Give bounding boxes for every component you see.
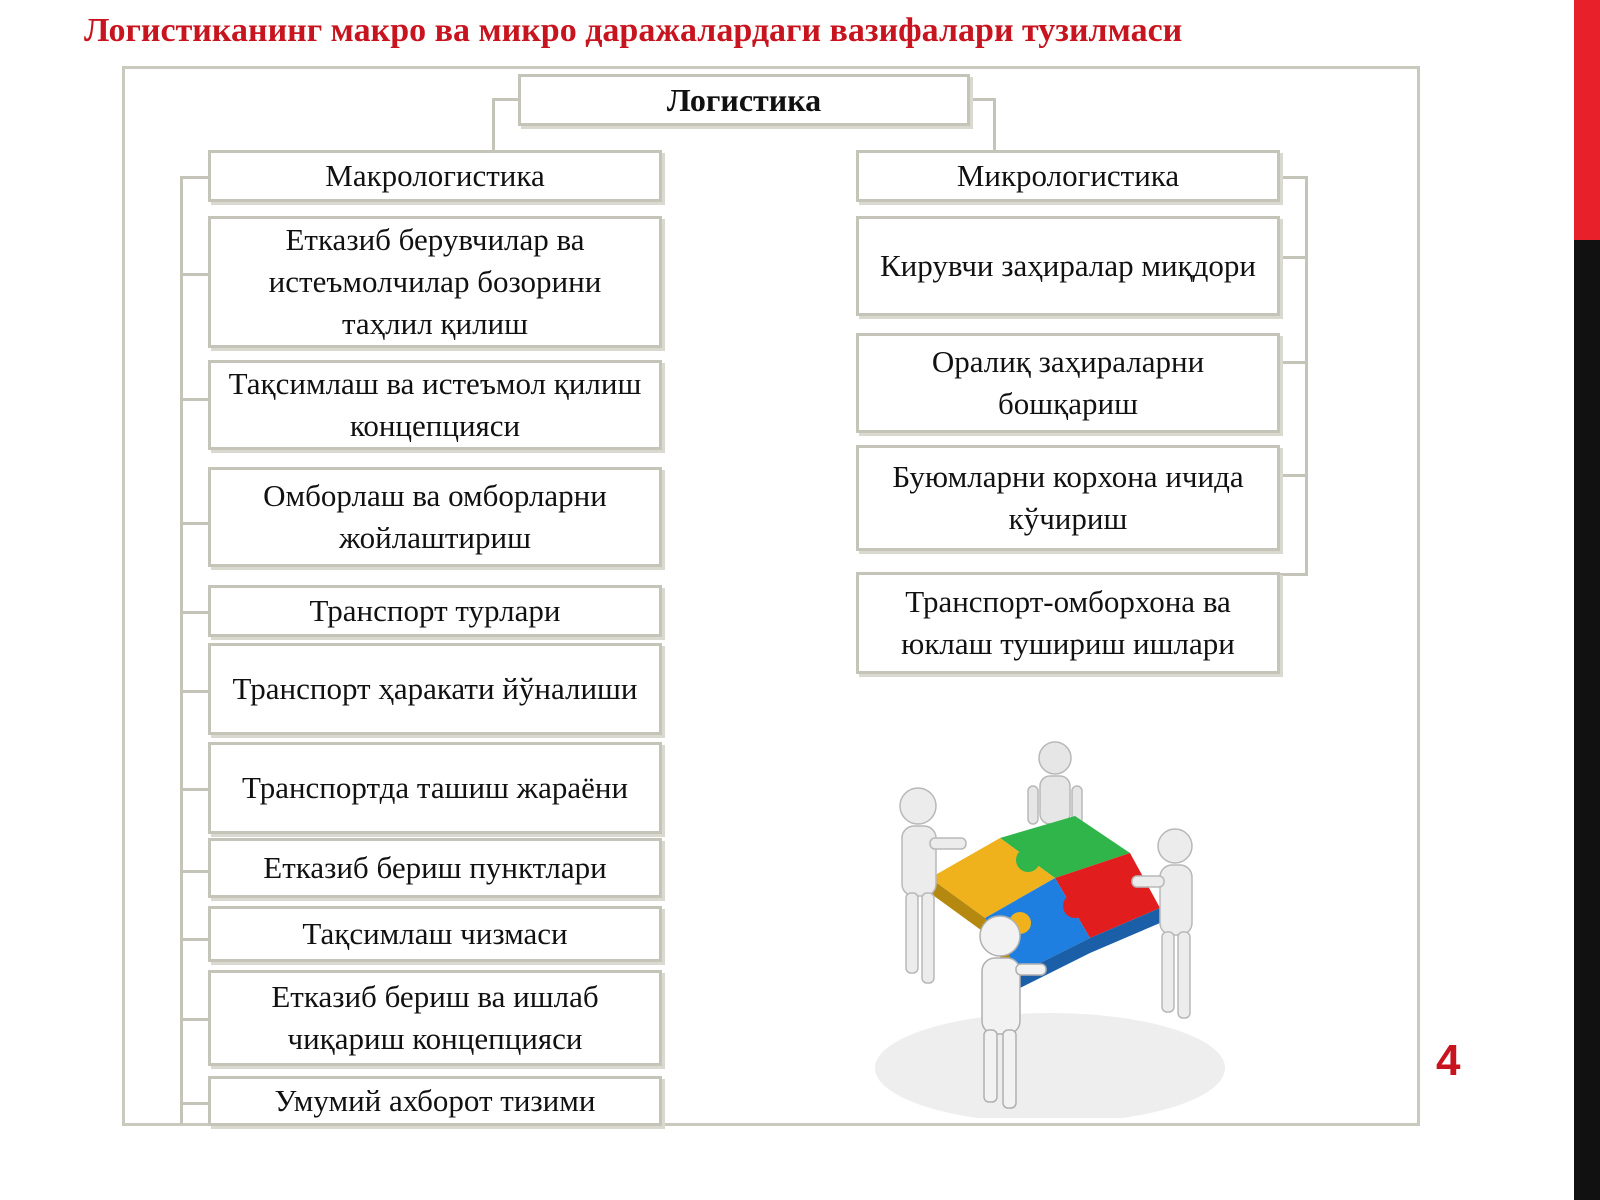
connector-root-right-h bbox=[968, 98, 996, 101]
macro-item: Омборлаш ва омборларни жойлаштириш bbox=[208, 467, 662, 567]
puzzle-knob bbox=[1063, 894, 1087, 918]
macro-item: Етказиб берувчилар ва истеъмолчилар бозо… bbox=[208, 216, 662, 348]
accent-bar-black bbox=[1574, 240, 1600, 1200]
micro-item: Кирувчи заҳиралар миқдори bbox=[856, 216, 1280, 316]
connector-tick bbox=[183, 398, 208, 401]
puzzle-knob bbox=[1016, 848, 1040, 872]
connector-macro-spine bbox=[180, 176, 183, 1124]
shadow bbox=[875, 1013, 1225, 1118]
page-number: 4 bbox=[1436, 1036, 1461, 1085]
macro-item: Етказиб бериш пунктлари bbox=[208, 838, 662, 898]
connector-root-right-v bbox=[993, 98, 996, 150]
macro-item: Тақсимлаш ва истеъмол қилиш концепцияси bbox=[208, 360, 662, 450]
figure-right bbox=[1131, 828, 1193, 1019]
connector-tick bbox=[183, 273, 208, 276]
puzzle-red bbox=[1055, 853, 1160, 938]
connector-tick bbox=[183, 1018, 208, 1021]
connector-micro-top bbox=[1280, 176, 1308, 179]
root-node: Логистика bbox=[518, 74, 970, 126]
connector-root-left-v bbox=[492, 98, 495, 150]
connector-tick bbox=[183, 690, 208, 693]
macro-item: Етказиб бериш ва ишлаб чиқариш концепция… bbox=[208, 970, 662, 1066]
macro-item: Умумий ахборот тизими bbox=[208, 1076, 662, 1126]
puzzle-edge bbox=[1020, 908, 1160, 988]
connector-tick bbox=[1280, 474, 1306, 477]
connector-tick bbox=[183, 788, 208, 791]
figure-front bbox=[979, 915, 1047, 1109]
connector-tick bbox=[183, 611, 208, 614]
macro-item: Транспорт турлари bbox=[208, 585, 662, 637]
macro-item: Транспорт ҳаракати йўналиши bbox=[208, 643, 662, 735]
figure-back bbox=[1027, 741, 1083, 825]
connector-micro-spine bbox=[1305, 176, 1308, 576]
puzzle-green bbox=[1000, 816, 1130, 878]
macro-item: Транспортда ташиш жараёни bbox=[208, 742, 662, 834]
connector-root-left-h bbox=[492, 98, 520, 101]
macro-header: Макрологистика bbox=[208, 150, 662, 202]
connector-tick bbox=[183, 522, 208, 525]
micro-header: Микрологистика bbox=[856, 150, 1280, 202]
connector-tick bbox=[1280, 256, 1306, 259]
micro-item: Буюмларни корхона ичида кўчириш bbox=[856, 445, 1280, 551]
puzzle-edge bbox=[930, 878, 1020, 988]
macro-item: Тақсимлаш чизмаси bbox=[208, 906, 662, 962]
connector-micro-bottom bbox=[1280, 573, 1308, 576]
slide-title: Логистиканинг макро ва микро даражаларда… bbox=[84, 12, 1183, 49]
connector-tick bbox=[183, 1102, 208, 1105]
connector-tick bbox=[183, 870, 208, 873]
micro-item: Оралиқ заҳираларни бошқариш bbox=[856, 333, 1280, 433]
connector-tick bbox=[183, 938, 208, 941]
figure-left bbox=[899, 787, 967, 984]
accent-bar-red bbox=[1574, 0, 1600, 240]
diagram-frame bbox=[122, 66, 1420, 1126]
connector-macro-top bbox=[180, 176, 210, 179]
team-puzzle-illustration bbox=[875, 741, 1225, 1118]
micro-item: Транспорт-омборхона ва юклаш тушириш ишл… bbox=[856, 572, 1280, 674]
connector-tick bbox=[1280, 361, 1306, 364]
